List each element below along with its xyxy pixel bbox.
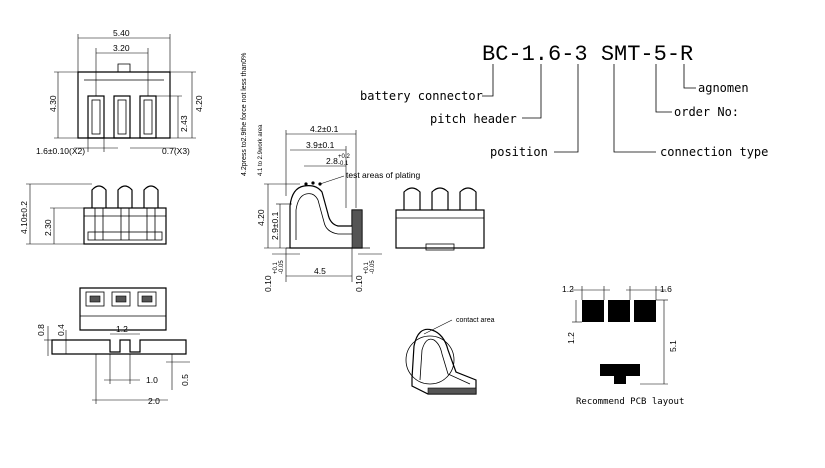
- leader-connection-type: [613, 64, 656, 153]
- pcb-layout: 1.2 1.6 1.2 5.1 Recommend PCB layout: [562, 284, 684, 407]
- contact-area-label: contact area: [456, 317, 495, 324]
- leader-pitch-header: [522, 64, 542, 119]
- dim-inner: 2.43: [179, 115, 189, 132]
- dim-width: 5.40: [113, 28, 130, 38]
- dim-pad-h: 1.2: [566, 332, 576, 344]
- dim-height: 5.1: [668, 340, 678, 352]
- small-front-pin-2: [431, 187, 449, 210]
- part-number: BC-1.6-3 SMT-5-R battery connector pitch…: [360, 42, 768, 159]
- dim-small-tol-dn: -0.1: [338, 161, 349, 167]
- contact-base: [427, 387, 477, 395]
- bottom-view: 0.8 0.4 1.2 1.0 0.5 2.0: [36, 287, 190, 406]
- label-battery-connector: battery connector: [360, 89, 483, 103]
- label-agnomen: agnomen: [698, 81, 749, 95]
- note-force: 4.2press to2.9the force not less than0%: [241, 53, 248, 176]
- front-pin-3-inner: [143, 99, 153, 135]
- small-front-pin-3: [459, 187, 477, 210]
- side-spring-outline: [289, 185, 363, 249]
- dim-height-left: 4.30: [48, 95, 58, 112]
- side-housing: [351, 209, 363, 249]
- dim-f: 2.0: [148, 396, 160, 406]
- dim-right-thk: 0.10: [354, 275, 364, 292]
- dim-pad: 1.2: [562, 284, 574, 294]
- pcb-pad-3: [634, 300, 656, 322]
- dim-pitch: 1.6: [660, 284, 672, 294]
- dim-a: 0.8: [36, 324, 46, 336]
- top-pin-1: [91, 185, 107, 208]
- small-front-tab: [425, 243, 455, 251]
- label-order-no: order No:: [674, 105, 739, 119]
- dim-small-tol-up: +0.2: [338, 154, 351, 160]
- dim-c: 1.2: [116, 324, 128, 334]
- side-view: 4.2press to2.9the force not less than0% …: [241, 53, 420, 292]
- label-pitch-header: pitch header: [430, 112, 517, 126]
- front-pin-2-inner: [117, 99, 127, 135]
- dim-d: 1.0: [146, 375, 158, 385]
- dim-height: 4.20: [256, 209, 266, 226]
- contact-circle: [405, 335, 455, 385]
- contact-spring: [411, 328, 477, 395]
- top-view: 4.10±0.2 2.30: [19, 183, 167, 245]
- front-pin-3: [139, 95, 157, 139]
- dim-height-right: 4.20: [194, 95, 204, 112]
- dim-top: 4.2±0.1: [310, 124, 339, 134]
- dim-overall: 4.10±0.2: [19, 201, 29, 234]
- dim-b: 0.4: [56, 324, 66, 336]
- test-point-1: [304, 182, 308, 186]
- part-code: BC-1.6-3 SMT-5-R: [482, 42, 693, 67]
- side-spring-inner: [295, 193, 356, 240]
- front-pin-1: [87, 95, 105, 139]
- label-position: position: [490, 145, 548, 159]
- dim-pitch-span: 3.20: [113, 43, 130, 53]
- front-pin-2: [113, 95, 131, 139]
- small-front-pin-1: [403, 187, 421, 210]
- contact-view: contact area: [405, 317, 495, 395]
- bottom-foot: [51, 339, 187, 355]
- pcb-caption: Recommend PCB layout: [576, 397, 684, 407]
- dim-compressed: 2.9±0.1: [270, 211, 280, 240]
- leader-order-no: [655, 64, 672, 113]
- note-work: 4.1 to 2.9work area: [258, 124, 264, 176]
- top-pin-2: [117, 185, 133, 208]
- leader-position: [554, 64, 579, 153]
- front-top-tab: [78, 63, 170, 73]
- pcb-ground-pad: [600, 364, 640, 384]
- dim-left-tol-up: +0.1: [273, 261, 279, 274]
- pcb-pad-1: [582, 300, 604, 322]
- dim-left-thk: 0.10: [263, 275, 273, 292]
- leader-agnomen: [683, 64, 696, 89]
- dim-pin-gap: 0.7(X3): [162, 146, 190, 156]
- dim-right-tol-dn: -0.05: [370, 260, 376, 274]
- dim-pin-width: 1.6±0.10(X2): [36, 146, 85, 156]
- dim-inner: 2.30: [43, 219, 53, 236]
- dim-base: 4.5: [314, 266, 326, 276]
- test-areas-label: test areas of plating: [346, 170, 420, 180]
- top-pin-3: [143, 185, 159, 208]
- small-front-view: [395, 187, 485, 251]
- top-body: [83, 207, 167, 245]
- dim-e: 0.5: [180, 374, 190, 386]
- test-point-2: [311, 181, 315, 185]
- dim-left-tol-dn: -0.05: [279, 260, 285, 274]
- pcb-pad-2: [608, 300, 630, 322]
- leader-battery-connector: [482, 64, 494, 97]
- dim-mid: 3.9±0.1: [306, 140, 335, 150]
- dim-right-tol-up: +0.1: [364, 261, 370, 274]
- front-view: 5.40 3.20 4.30 4.20 2.43 1.6±0.10(X2) 0.…: [36, 28, 204, 156]
- front-pin-1-inner: [91, 99, 101, 135]
- small-front-body: [395, 209, 485, 249]
- dim-small: 2.8: [326, 156, 338, 166]
- label-connection-type: connection type: [660, 145, 768, 159]
